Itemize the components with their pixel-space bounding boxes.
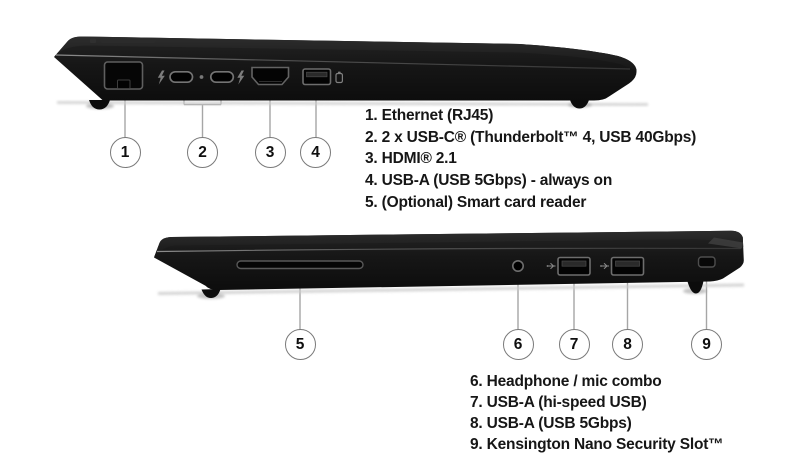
- hdmi-port: [251, 66, 290, 86]
- thunderbolt-icon: [157, 70, 165, 85]
- left-side-ports: [103, 61, 344, 90]
- left-side-port-list: 1. Ethernet (RJ45) 2. 2 x USB-C® (Thunde…: [365, 105, 696, 214]
- usb-a-5gbps-port: [610, 256, 645, 276]
- spec-item-5: 5. (Optional) Smart card reader: [365, 193, 587, 211]
- callout-3: 3: [254, 137, 286, 168]
- laptop-body: [154, 230, 744, 291]
- spec-item-7: 7. USB-A (hi-speed USB): [470, 394, 647, 411]
- callout-9: 9: [691, 329, 722, 360]
- headphone-mic-combo-jack: [511, 259, 524, 272]
- spec-item-8: 8. USB-A (USB 5Gbps): [470, 415, 632, 432]
- usb-c-thunderbolt-port-2: [209, 70, 235, 84]
- kensington-nano-security-slot: [697, 256, 716, 268]
- usb-icon: [600, 262, 609, 270]
- spec-item-4: 4. USB-A (USB 5Gbps) - always on: [365, 172, 613, 190]
- usb-c-thunderbolt-port-1: [169, 70, 194, 84]
- lid-logo-dot: [90, 38, 96, 43]
- usb-icon: [546, 262, 556, 270]
- always-on-battery-icon: [335, 71, 344, 84]
- callout-8: 8: [612, 329, 643, 360]
- rubber-foot: [570, 100, 589, 109]
- lid-corner-highlight: [708, 237, 743, 249]
- spec-item-1: 1. Ethernet (RJ45): [365, 107, 494, 124]
- lid-base-seam: [156, 247, 742, 253]
- right-side-port-list: 6. Headphone / mic combo 7. USB-A (hi-sp…: [470, 371, 724, 455]
- spec-item-3: 3. HDMI® 2.1: [365, 150, 457, 168]
- lid-base-seam: [55, 54, 631, 70]
- callout-6: 6: [502, 329, 534, 360]
- laptop-right-side-view: [154, 230, 745, 330]
- rubber-foot: [201, 289, 221, 299]
- laptop-lid-edge: [54, 36, 637, 71]
- callout-7: 7: [558, 329, 590, 360]
- spec-item-2: 2. 2 x USB-C® (Thunderbolt™ 4, USB 40Gbp…: [365, 128, 697, 146]
- usb-a-hispeed-port: [557, 256, 591, 276]
- lid-logo-mark: [100, 38, 156, 43]
- laptop-body: [54, 36, 637, 101]
- rubber-foot: [687, 281, 704, 294]
- led-indicator-icon: [199, 75, 204, 79]
- rubber-foot: [89, 100, 110, 110]
- smart-card-reader-slot: [236, 260, 364, 270]
- thunderbolt-icon: [237, 70, 245, 85]
- callout-2: 2: [187, 137, 218, 168]
- ethernet-rj45-port: [103, 61, 144, 90]
- laptop-left-side-view: [54, 36, 649, 138]
- callout-1: 1: [109, 137, 141, 168]
- spec-item-6: 6. Headphone / mic combo: [470, 373, 662, 390]
- usb-a-always-on-port: [302, 68, 332, 86]
- right-side-ports: [236, 256, 716, 276]
- callout-4: 4: [300, 137, 331, 168]
- spec-item-9: 9. Kensington Nano Security Slot™: [470, 436, 724, 453]
- laptop-lid-edge: [154, 230, 744, 258]
- callout-5: 5: [284, 329, 316, 360]
